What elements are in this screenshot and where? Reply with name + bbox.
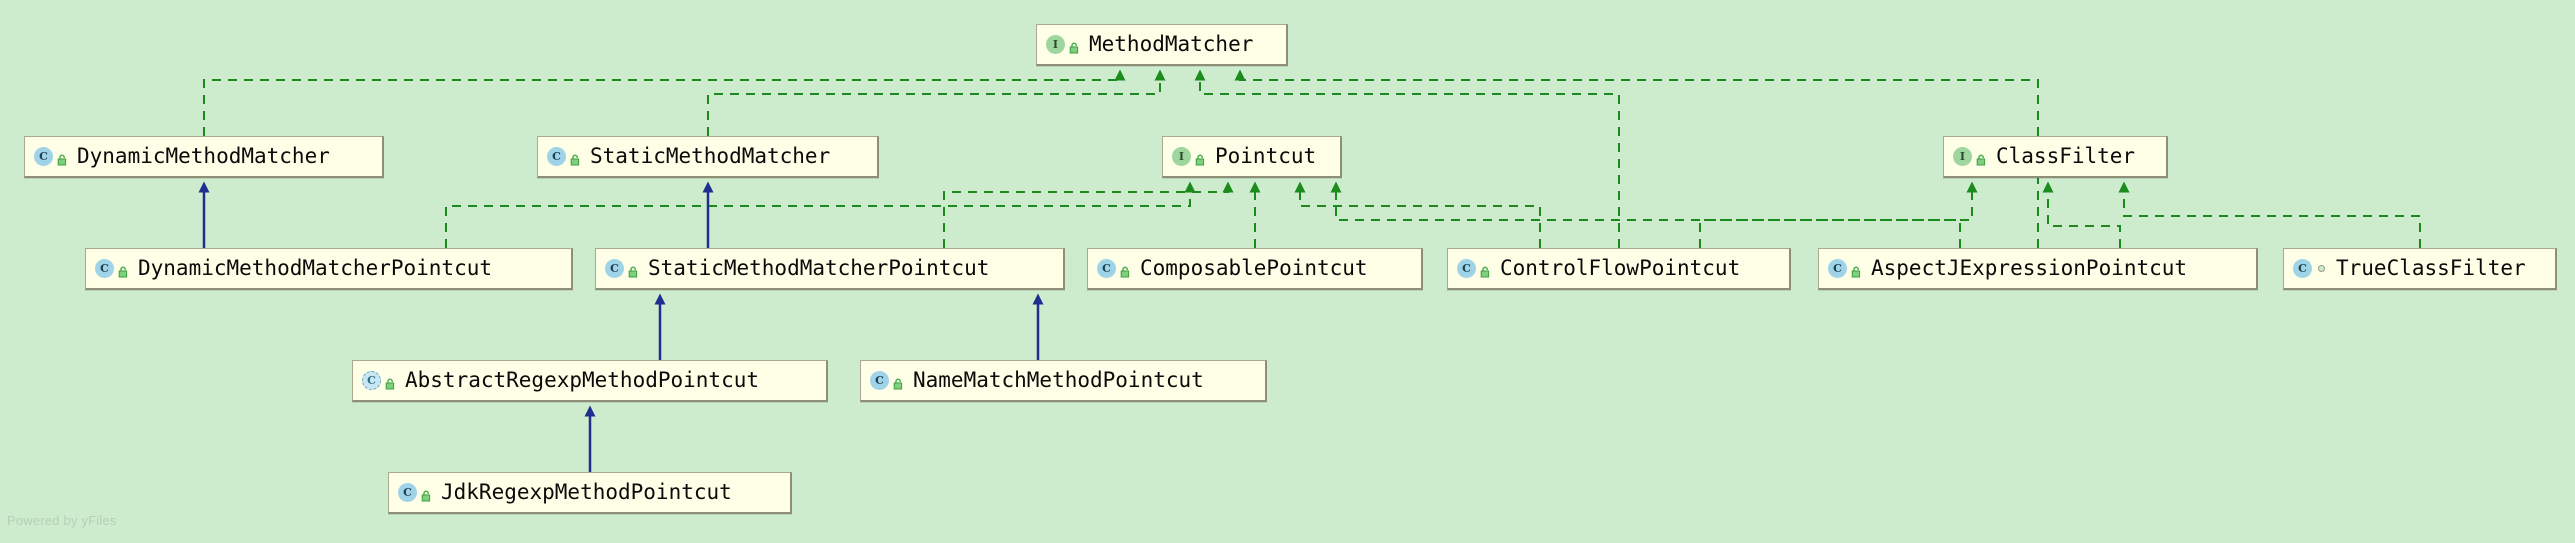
- node-icons: C: [870, 371, 904, 390]
- edge-aspectjexpressionpointcut-methodmatcher: [1234, 69, 2039, 248]
- class-node-label: NameMatchMethodPointcut: [913, 368, 1204, 392]
- class-node-label: DynamicMethodMatcherPointcut: [138, 256, 493, 280]
- class-node-composablepointcut[interactable]: C ComposablePointcut: [1087, 248, 1423, 290]
- package-dot-icon: [2316, 263, 2327, 274]
- edge-controlflowpointcut-classfilter: [1699, 181, 1978, 248]
- interface-icon: I: [1046, 35, 1065, 54]
- class-node-staticmethodmatcher[interactable]: C StaticMethodMatcher: [537, 136, 879, 178]
- node-icons: I: [1953, 147, 1987, 166]
- edge-dynamicmethodmatcher-methodmatcher: [203, 69, 1126, 136]
- node-icons: C: [2293, 259, 2327, 278]
- class-icon: C: [34, 147, 53, 166]
- node-icons: C: [398, 483, 432, 502]
- node-icons: I: [1172, 147, 1206, 166]
- class-node-dynamicmethodmatcherpointcut[interactable]: C DynamicMethodMatcherPointcut: [85, 248, 573, 290]
- class-icon: C: [547, 147, 566, 166]
- node-icons: C: [605, 259, 639, 278]
- node-icons: I: [1046, 35, 1080, 54]
- yfiles-watermark: Powered by yFiles: [7, 513, 117, 528]
- node-icons: C: [34, 147, 68, 166]
- class-node-label: ClassFilter: [1996, 144, 2136, 168]
- node-icons: C: [1828, 259, 1862, 278]
- lock-icon: [1195, 151, 1206, 165]
- interface-icon: I: [1953, 147, 1972, 166]
- class-node-staticmethodmatcherpointcut[interactable]: C StaticMethodMatcherPointcut: [595, 248, 1065, 290]
- lock-icon: [421, 487, 432, 501]
- class-icon: C: [2293, 259, 2312, 278]
- class-node-label: MethodMatcher: [1089, 32, 1254, 56]
- class-node-label: Pointcut: [1215, 144, 1317, 168]
- class-node-label: StaticMethodMatcherPointcut: [648, 256, 990, 280]
- class-icon: C: [1457, 259, 1476, 278]
- lock-icon: [570, 151, 581, 165]
- class-node-label: JdkRegexpMethodPointcut: [441, 480, 732, 504]
- edge-staticmethodmatcherpointcut-pointcut: [943, 181, 1234, 248]
- class-node-abstractregexpmethodpointcut[interactable]: C AbstractRegexpMethodPointcut: [352, 360, 828, 402]
- edge-trueclassfilter-classfilter: [2118, 181, 2421, 248]
- class-node-trueclassfilter[interactable]: C TrueClassFilter: [2283, 248, 2557, 290]
- node-icons: C: [362, 371, 396, 390]
- edge-staticmethodmatcher-methodmatcher: [707, 69, 1166, 136]
- node-icons: C: [1457, 259, 1491, 278]
- interface-icon: I: [1172, 147, 1191, 166]
- class-node-label: ControlFlowPointcut: [1500, 256, 1741, 280]
- lock-icon: [1480, 263, 1491, 277]
- edge-aspectjexpressionpointcut-classfilter: [2042, 181, 2121, 248]
- edge-dynamicmethodmatcherpointcut-pointcut: [445, 181, 1196, 248]
- class-node-label: StaticMethodMatcher: [590, 144, 831, 168]
- class-node-label: ComposablePointcut: [1140, 256, 1368, 280]
- lock-icon: [1120, 263, 1131, 277]
- class-node-aspectjexpressionpointcut[interactable]: C AspectJExpressionPointcut: [1818, 248, 2258, 290]
- class-node-pointcut[interactable]: I Pointcut: [1162, 136, 1342, 178]
- node-icons: C: [547, 147, 581, 166]
- class-node-controlflowpointcut[interactable]: C ControlFlowPointcut: [1447, 248, 1791, 290]
- abstract-class-icon: C: [362, 371, 381, 390]
- class-node-methodmatcher[interactable]: I MethodMatcher: [1036, 24, 1288, 66]
- lock-icon: [893, 375, 904, 389]
- class-node-classfilter[interactable]: I ClassFilter: [1943, 136, 2168, 178]
- node-icons: C: [1097, 259, 1131, 278]
- class-node-jdkregexpmethodpointcut[interactable]: C JdkRegexpMethodPointcut: [388, 472, 792, 514]
- lock-icon: [1851, 263, 1862, 277]
- inheritance-edges: [198, 181, 1044, 472]
- class-node-dynamicmethodmatcher[interactable]: C DynamicMethodMatcher: [24, 136, 384, 178]
- lock-icon: [118, 263, 129, 277]
- lock-icon: [1976, 151, 1987, 165]
- node-icons: C: [95, 259, 129, 278]
- class-node-label: AbstractRegexpMethodPointcut: [405, 368, 760, 392]
- class-icon: C: [95, 259, 114, 278]
- class-icon: C: [1097, 259, 1116, 278]
- lock-icon: [57, 151, 68, 165]
- lock-icon: [385, 375, 396, 389]
- lock-icon: [1069, 39, 1080, 53]
- class-icon: C: [398, 483, 417, 502]
- class-icon: C: [605, 259, 624, 278]
- edge-aspectjexpressionpointcut-pointcut: [1330, 181, 1961, 248]
- class-icon: C: [870, 371, 889, 390]
- class-icon: C: [1828, 259, 1847, 278]
- class-node-label: DynamicMethodMatcher: [77, 144, 330, 168]
- class-node-namematchmethodpointcut[interactable]: C NameMatchMethodPointcut: [860, 360, 1267, 402]
- edge-controlflowpointcut-pointcut: [1294, 181, 1541, 248]
- class-node-label: AspectJExpressionPointcut: [1871, 256, 2188, 280]
- lock-icon: [628, 263, 639, 277]
- class-node-label: TrueClassFilter: [2336, 256, 2526, 280]
